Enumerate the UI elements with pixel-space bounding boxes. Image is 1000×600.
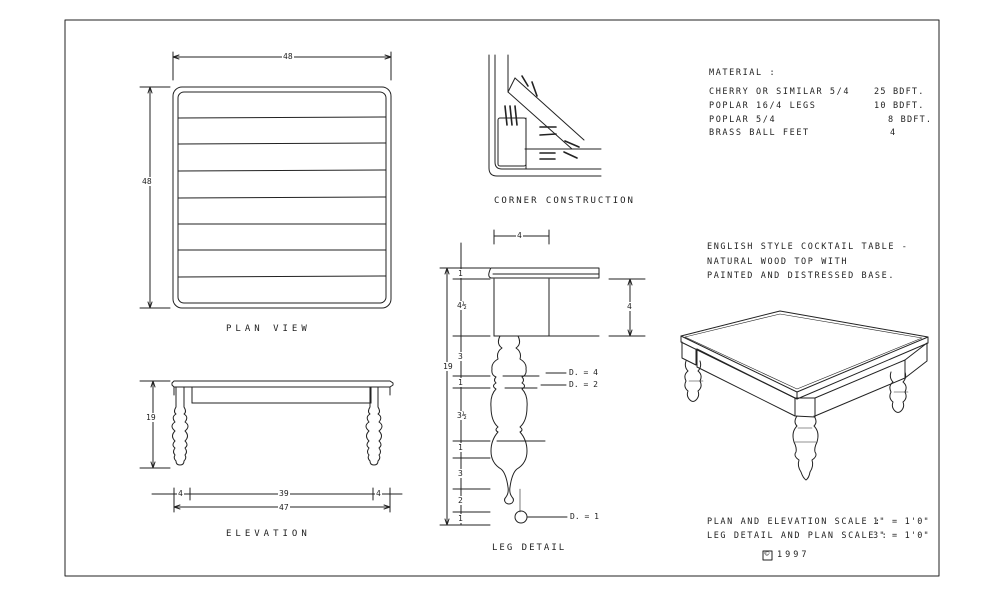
material-qty-2: 10 BDFT. (874, 101, 925, 111)
perspective-view (681, 311, 928, 480)
plan-depth-dimension (140, 87, 170, 308)
material-qty-3: 8 BDFT. (888, 115, 933, 125)
turned-leg-profile (491, 336, 527, 504)
elevation-caption: ELEVATION (226, 529, 311, 539)
corner-construction (489, 55, 601, 176)
leg-segment-3: 3 (457, 352, 464, 361)
leg-segment-5: 3½ (456, 411, 468, 420)
leg-detail-caption: LEG DETAIL (492, 543, 567, 553)
perspective-leg-right (890, 372, 906, 413)
copyright-symbol: © (764, 549, 771, 558)
elevation-view (140, 381, 402, 512)
leg-segment-6: 1 (457, 443, 464, 452)
plan-depth-label: 48 (141, 177, 153, 186)
material-name-3: POPLAR 5/4 (709, 115, 777, 125)
copyright-year: 1997 (777, 550, 810, 560)
description-line-1: ENGLISH STYLE COCKTAIL TABLE - (707, 242, 909, 252)
elevation-left-leg (172, 387, 188, 465)
elevation-right-leg (366, 387, 382, 465)
description-line-2: NATURAL WOOD TOP WITH (707, 257, 849, 267)
elevation-leg-right-label: 4 (375, 489, 382, 498)
plan-width-label: 48 (282, 52, 294, 61)
sheet-border (65, 20, 939, 576)
plan-boards (178, 117, 386, 277)
leg-segment-8: 2 (457, 496, 464, 505)
elevation-span-label: 39 (278, 489, 290, 498)
leg-overall-height-label: 19 (442, 362, 454, 371)
leg-apron-label: 4 (626, 302, 633, 311)
scale-label-2: LEG DETAIL AND PLAN SCALE : (707, 531, 889, 541)
corner-construction-caption: CORNER CONSTRUCTION (494, 196, 635, 206)
elevation-leg-left-label: 4 (177, 489, 184, 498)
copyright-box (763, 551, 772, 560)
leg-segment-4: 1 (457, 378, 464, 387)
leg-segment-1: 1 (457, 269, 464, 278)
elevation-overall-label: 47 (278, 503, 290, 512)
plan-view-caption: PLAN VIEW (226, 324, 311, 334)
material-name-1: CHERRY OR SIMILAR 5/4 (709, 87, 851, 97)
perspective-leg-left (685, 361, 701, 402)
material-qty-1: 25 BDFT. (874, 87, 925, 97)
leg-top-width-label: 4 (516, 231, 523, 240)
leg-segment-2: 4½ (456, 301, 468, 310)
plan-view (140, 52, 391, 308)
leg-detail (440, 230, 645, 525)
elevation-height-label: 19 (145, 413, 157, 422)
leg-diameter-2: D. = 2 (568, 380, 599, 389)
materials-heading: MATERIAL : (709, 68, 777, 78)
scale-value-2: 3" = 1'0" (873, 531, 930, 541)
material-name-2: POPLAR 16/4 LEGS (709, 101, 817, 111)
scale-value-1: 1" = 1'0" (873, 517, 930, 527)
scale-label-1: PLAN AND ELEVATION SCALE : (707, 517, 882, 527)
leg-diameter-1: D. = 4 (568, 368, 599, 377)
perspective-leg-front (793, 416, 818, 480)
leg-segment-9: 1 (457, 514, 464, 523)
material-qty-4: 4 (890, 128, 897, 138)
material-name-4: BRASS BALL FEET (709, 128, 810, 138)
leg-segment-7: 3 (457, 469, 464, 478)
description-line-3: PAINTED AND DISTRESSED BASE. (707, 271, 896, 281)
leg-diameter-3: D. = 1 (569, 512, 600, 521)
plan-outline (173, 87, 391, 308)
